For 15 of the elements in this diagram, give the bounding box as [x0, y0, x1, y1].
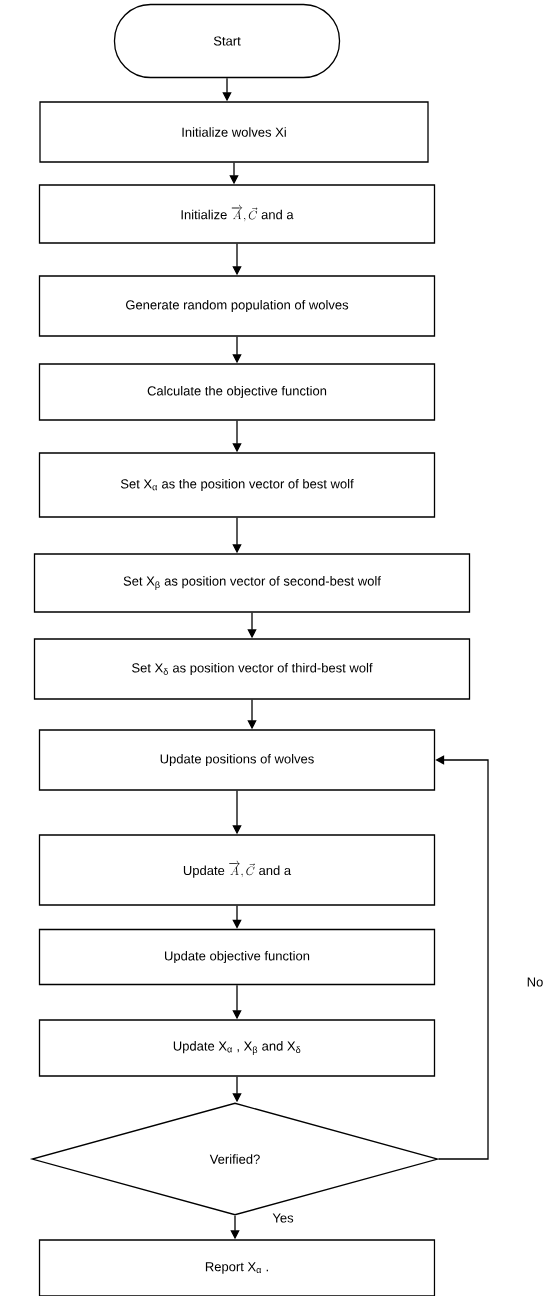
arrow	[435, 755, 489, 1160]
process-box: Update objective function	[38, 928, 436, 986]
process-box: Generate random population of wolves	[38, 275, 436, 337]
process-box: Set X$_{α}$ as the position vector of best wolf	[38, 452, 436, 518]
process-box: Update positions of wolves	[38, 729, 436, 791]
process-box: Report X$_{α}$ .	[38, 1239, 436, 1296]
arrow	[232, 905, 242, 929]
process-box: Set X$_{δ}$ as position vector of third-best wolf	[33, 638, 471, 700]
edge-label: No	[525, 976, 545, 988]
process-box: $\text{Initialize }\overrightarrow{A},\vec{C}\text{ and a}$	[38, 184, 436, 244]
process-box: Initialize wolves Xi	[39, 101, 429, 163]
process-box: Set X$_{β}$ as position vector of second-best wolf	[33, 553, 471, 613]
process-box: Update X$_{α}$ , X$_{β}$ and X$_{δ}$	[38, 1019, 436, 1077]
process-box: $\text{Update }\overrightarrow{A},\vec{C}\text{ and a}$	[38, 834, 436, 906]
process-box: Calculate the objective function	[38, 363, 436, 421]
